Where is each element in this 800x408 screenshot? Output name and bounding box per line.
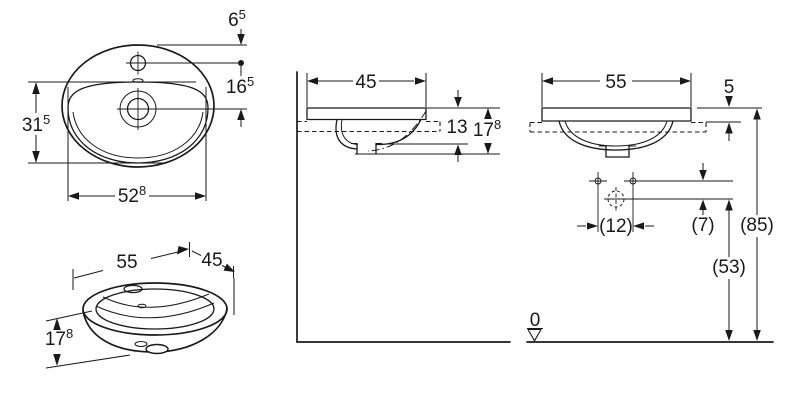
rim-outer-ellipse [82,282,228,336]
arrow-down-icon [725,96,733,107]
arrow-right-icon [680,77,691,85]
dim-inner-width-label: 528 [118,183,146,207]
arrow-up-icon [32,82,40,94]
arrow-right-icon [195,192,206,200]
dim-tap-to-drain-label: 165 [226,74,254,98]
arrow-up-icon [699,199,707,210]
dim-rim-above-counter-label: 5 [724,77,735,98]
dim-inner-depth-label: 315 [22,112,50,136]
dim-front-width-label: 55 [605,72,626,93]
arrow-up-icon [725,122,733,134]
arrow-down-icon [753,330,761,341]
dim-perspective-height-label: 178 [45,326,73,350]
arrow-up-icon [484,108,492,119]
bowl-outer-front [558,120,674,151]
bowl-interior-contour [102,293,210,308]
arrow-right-icon [415,77,426,85]
bowl-interior-contour [95,302,215,319]
overflow-outlet-icon [134,341,148,347]
arrow-upright-icon [177,246,189,255]
arrow-down-icon [699,170,707,181]
dim-perspective-width-label: 55 [116,252,137,273]
dim-rim-height-label: (85) [740,215,774,236]
dim-drain-height-label: (53) [712,257,746,278]
floor-datum-label: 0 [530,310,541,331]
arrow-up-icon [725,199,733,211]
basin-bowl-contour [72,111,204,159]
arrow-up-icon [454,144,462,155]
bowl-centerline-contour [367,110,427,152]
arrow-left-icon [633,222,644,230]
reference-line [45,310,93,322]
reference-line [45,354,131,369]
drain-hole-icon [137,303,147,309]
bowl-inner-wall [340,119,359,145]
arrow-down-icon [237,34,245,45]
dim-fixing-to-drain-label: (7) [691,215,714,236]
arrow-down-icon [53,354,61,366]
section-view: 45 13 178 [296,71,511,343]
arrow-down-icon [454,97,462,108]
arrow-down-icon [725,330,733,341]
arrow-left-icon [68,192,79,200]
dim-line [191,250,202,256]
datum-triangle-icon [527,328,542,342]
dim-basin-depth-label: 13 [446,117,467,138]
basin-inner-rim-shape [67,81,209,164]
dim-fixing-hole-spacing-label: (12) [599,216,633,237]
basin-rim-section [306,107,427,121]
basin-rim-front [541,107,692,122]
arrow-up-icon [53,318,61,330]
arrow-left-icon [542,77,553,85]
arrow-left-icon [307,77,318,85]
dim-perspective-depth-label: 45 [201,250,222,271]
dim-section-height-label: 178 [473,117,501,141]
dim-tap-offset-label: 65 [228,7,246,31]
rim-inner-ellipse [95,288,215,330]
front-view: 55 5 (12) (7) (53) [526,72,774,343]
arrow-down-icon [32,151,40,163]
bowl-inner-front [564,120,668,147]
perspective-view: 55 45 178 [45,242,235,369]
bowl-outer-wall [335,118,358,150]
arrow-downright-icon [223,263,235,272]
arrow-up-icon [753,108,761,120]
dim-section-depth-label: 45 [355,72,376,93]
basin-outer-rim-shape [61,44,215,168]
arrow-down-icon [484,143,492,154]
drain-cap-shape [145,343,169,355]
dimension-dot-terminator [238,60,244,66]
dim-line [150,251,179,259]
arrow-up-icon [237,109,245,120]
dim-line [73,270,104,279]
arrow-right-icon [587,222,598,230]
top-view: 65 165 315 528 [22,7,254,207]
tap-hole-icon [123,284,143,294]
